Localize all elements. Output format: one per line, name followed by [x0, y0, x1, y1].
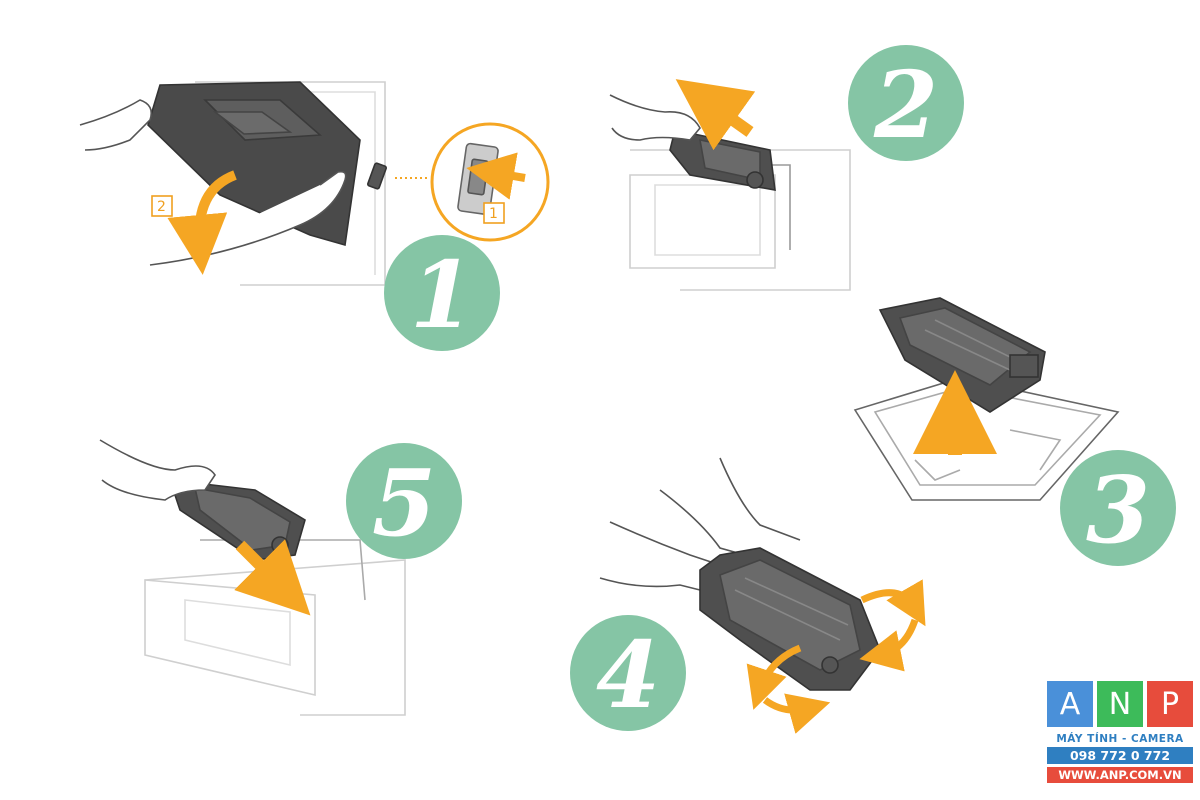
logo-letter-a: A — [1047, 681, 1093, 727]
logo-letter-p: P — [1147, 681, 1193, 727]
step-number-1: 1 — [409, 241, 474, 349]
step1-illustration — [79, 81, 550, 286]
logo-tagline: MÁY TÍNH - CAMERA — [1056, 733, 1184, 745]
logo-letter-n: N — [1097, 681, 1143, 727]
step-number-4: 4 — [595, 621, 660, 729]
anp-logo: A N P MÁY TÍNH - CAMERA 098 772 0 772 WW… — [1047, 681, 1193, 793]
step-badge-4: 4 — [570, 615, 686, 731]
logo-website: WWW.ANP.COM.VN — [1047, 767, 1193, 783]
step5-illustration — [99, 439, 406, 716]
step-badge-1: 1 — [384, 235, 500, 351]
sub-step-2-label: 2 — [157, 199, 166, 215]
step4-illustration — [599, 457, 926, 734]
step-badge-2: 2 — [848, 45, 964, 161]
logo-phone: 098 772 0 772 — [1047, 747, 1193, 764]
step3-illustration — [853, 297, 1120, 501]
step-badge-5: 5 — [346, 443, 462, 559]
step-number-5: 5 — [371, 449, 436, 557]
sub-step-1-label: 1 — [489, 206, 498, 222]
step2-illustration — [609, 79, 851, 291]
step-number-2: 2 — [873, 51, 938, 159]
step-badge-3: 3 — [1060, 450, 1176, 566]
step-number-3: 3 — [1085, 456, 1150, 564]
